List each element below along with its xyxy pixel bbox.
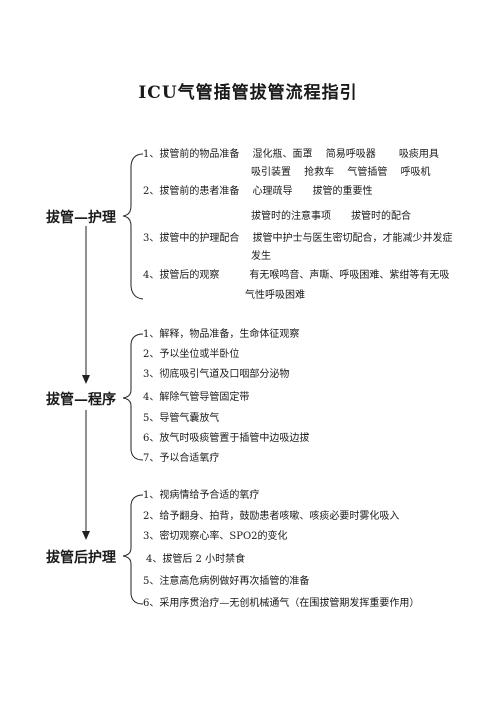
section-heading-nursing: 拔管—护理	[46, 210, 116, 226]
procedure-line-3: 3、彻底吸引气道及口咽部分泌物	[143, 369, 290, 380]
section-heading-procedure: 拔管—程序	[46, 392, 116, 408]
procedure-line-5: 5、导管气囊放气	[143, 413, 220, 424]
brace-section-2	[122, 333, 144, 461]
procedure-line-4: 4、解除气管导管固定带	[143, 392, 250, 403]
post-care-line-4: 4、拔管后 2 小时禁食	[146, 554, 246, 565]
nursing-line-1: 1、拔管前的物品准备 湿化瓶、面罩 简易呼吸器 吸痰用具	[143, 149, 439, 160]
nursing-line-4: 拔管时的注意事项 拔管时的配合	[251, 211, 411, 222]
procedure-line-6: 6、放气时吸痰管置于插管中边吸边拔	[143, 433, 310, 444]
brace-section-1	[122, 153, 144, 300]
nursing-line-3: 2、拔管前的患者准备 心理疏导 拔管的重要性	[143, 186, 373, 197]
post-care-line-1: 1、视病情给予合适的氧疗	[143, 490, 260, 501]
post-care-line-5: 5、注意高危病例做好再次插管的准备	[143, 576, 310, 587]
nursing-line-6: 发生	[251, 251, 271, 262]
procedure-line-7: 7、予以合适氧疗	[143, 453, 220, 464]
section-heading-post-care: 拔管后护理	[46, 550, 116, 566]
post-care-line-2: 2、给予翻身、拍背，鼓励患者咳嗽、咳痰必要时雾化吸入	[143, 511, 400, 522]
arrow-head-2	[82, 531, 90, 540]
nursing-line-8: 气性呼吸困难	[245, 290, 305, 301]
brace-section-3	[122, 494, 144, 605]
nursing-line-2: 吸引装置 抢救车 气管插管 呼吸机	[251, 167, 431, 178]
procedure-line-2: 2、予以坐位或半卧位	[143, 349, 240, 360]
nursing-line-7: 4、拔管后的观察 有无喉鸣音、声嘶、呼吸困难、紫绀等有无吸	[143, 270, 450, 281]
arrow-head-1	[82, 375, 90, 384]
page-title: ICU气管插管拔管流程指引	[138, 83, 358, 103]
post-care-line-3: 3、密切观察心率、SPO2的变化	[143, 531, 288, 542]
nursing-line-5: 3、拔管中的护理配合 拔管中护士与医生密切配合，才能减少并发症	[143, 233, 453, 244]
post-care-line-6: 6、采用序贯治疗—无创机械通气（在围拔管期发挥重要作用）	[143, 598, 420, 609]
procedure-line-1: 1、解释，物品准备，生命体征观察	[143, 329, 300, 340]
